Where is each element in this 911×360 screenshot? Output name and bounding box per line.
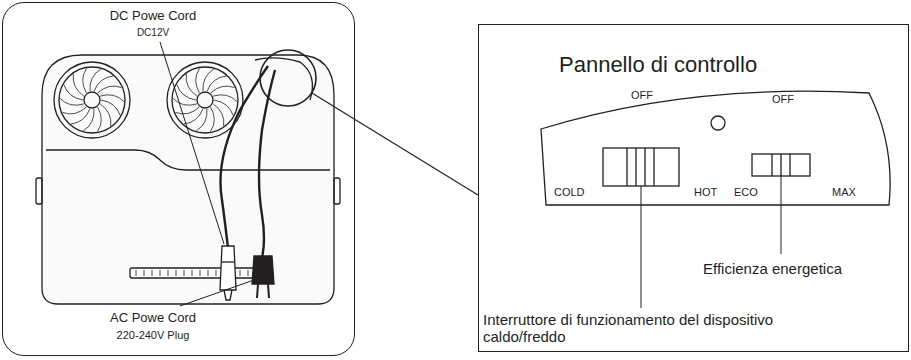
part-label: AC Powe Cord [110, 311, 196, 326]
part-label: 220-240V Plug [117, 329, 190, 342]
switch-label: HOT [694, 186, 717, 199]
switch-label: OFF [631, 89, 653, 102]
part-label: Efficienza energetica [703, 260, 842, 277]
switch-label: COLD [554, 186, 585, 199]
illustration-frame: DC Powe CordDC12V AC Powe Cord 220-240V Pl… [2, 2, 355, 356]
control-panel-shape: OFF COLD HOT ECO OFF MAX [539, 75, 903, 211]
switch-label: MAX [832, 186, 856, 199]
panel-title: Pannello di controllo [559, 52, 757, 77]
part-label: Interruttore di funzionamento del dispos… [483, 311, 783, 346]
part-label: DC12V [137, 27, 169, 39]
switch-label: ECO [734, 186, 758, 199]
control-panel-frame: Pannello di controlloEfficienza energeti… [478, 24, 909, 352]
switch-label: OFF [772, 93, 794, 106]
part-label: DC Powe Cord [110, 9, 197, 24]
callout-connector [355, 120, 478, 196]
